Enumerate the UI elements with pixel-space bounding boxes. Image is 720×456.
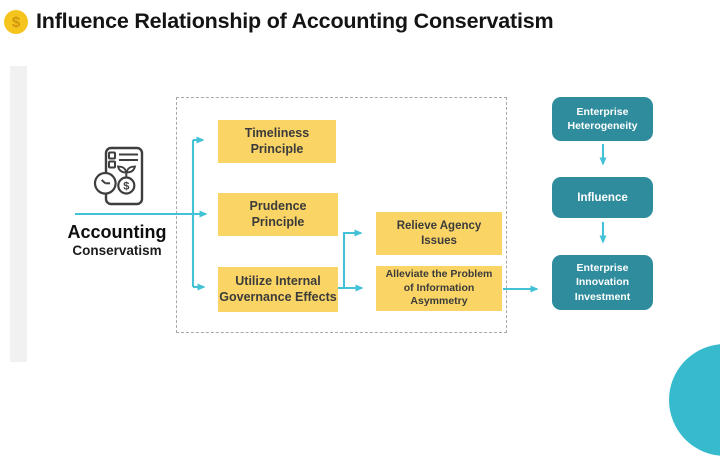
sprout-leaf-left xyxy=(116,165,127,174)
clock-hand xyxy=(101,179,106,185)
dollar-coin-icon xyxy=(117,176,136,195)
box-label: Influence xyxy=(577,191,628,204)
box-label: Prudence Principle xyxy=(249,198,307,229)
source-label-accounting: Accounting xyxy=(67,222,167,242)
accounting-document-icon: $ xyxy=(93,146,144,206)
box-influence: Influence xyxy=(552,177,653,218)
box-label: Enterprise Heterogeneity xyxy=(567,105,638,132)
box-relieve-agency-issues: Relieve Agency Issues xyxy=(376,212,502,255)
source-label-conservatism: Conservatism xyxy=(72,243,162,258)
page-title: Influence Relationship of Accounting Con… xyxy=(36,9,554,33)
box-label: Enterprise Innovation Investment xyxy=(574,262,631,303)
box-alleviate-information-asymmetry: Alleviate the Problem of Information Asy… xyxy=(376,266,502,311)
corner-decoration-circle xyxy=(669,344,720,456)
box-enterprise-heterogeneity: Enterprise Heterogeneity xyxy=(552,97,653,141)
checkbox-icon xyxy=(108,151,116,160)
coin-dollar-symbol: $ xyxy=(11,13,21,31)
coin-dollar-icon: $ xyxy=(4,10,28,34)
box-enterprise-innovation-investment: Enterprise Innovation Investment xyxy=(552,255,653,310)
box-utilize-internal-governance: Utilize Internal Governance Effects xyxy=(218,267,338,312)
box-label: Timeliness Principle xyxy=(244,125,310,156)
left-decoration-bar xyxy=(10,66,27,362)
box-label: Relieve Agency Issues xyxy=(396,219,482,247)
dollar-symbol: $ xyxy=(123,181,129,193)
box-label: Alleviate the Problem of Information Asy… xyxy=(385,268,493,308)
checkbox-icon xyxy=(108,160,116,169)
sprout-leaf-right xyxy=(125,165,137,174)
box-label: Utilize Internal Governance Effects xyxy=(219,273,337,304)
box-prudence-principle: Prudence Principle xyxy=(218,193,338,236)
box-timeliness-principle: Timeliness Principle xyxy=(218,120,336,163)
